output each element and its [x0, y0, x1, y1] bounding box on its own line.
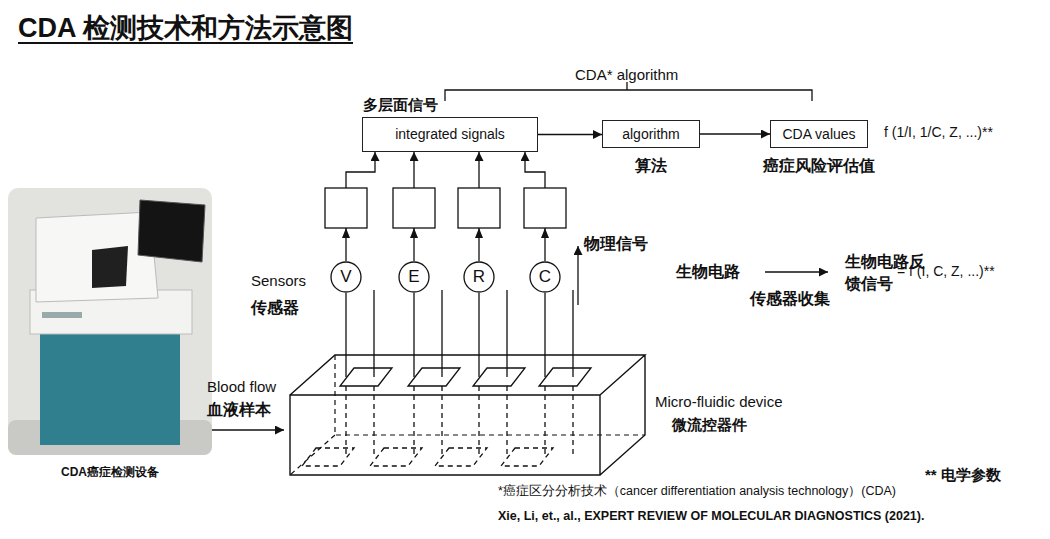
device-outline	[290, 355, 646, 476]
machine-buttons	[42, 312, 82, 318]
text-label: Blood flow	[207, 378, 276, 397]
sensor-circle: V	[330, 261, 362, 293]
node-label: CDA values	[771, 121, 867, 147]
caption: *癌症区分分析技术（cancer differentiation analysi…	[498, 484, 896, 500]
hidden-electrode	[370, 448, 422, 466]
text-label: 传感器收集	[750, 289, 830, 309]
node-label: E	[398, 261, 430, 293]
text-label: ** 电学参数	[925, 466, 1001, 485]
process-box: algorithm算法	[602, 120, 700, 148]
node-label: V	[330, 261, 362, 293]
wire-connector	[413, 293, 414, 355]
hidden-electrode	[501, 448, 553, 466]
text-label: CDA癌症检测设备	[40, 465, 180, 480]
machine-monitor	[138, 200, 205, 262]
sensor-circle: R	[463, 261, 495, 293]
electrode	[539, 368, 591, 386]
arrow-head	[475, 228, 483, 238]
hidden-electrode	[302, 448, 354, 466]
bracket	[445, 82, 812, 101]
device-outline	[290, 355, 645, 475]
wire	[346, 290, 573, 377]
signal-box	[524, 188, 566, 228]
arrow-head	[541, 228, 549, 238]
electrode	[408, 368, 460, 386]
node-label: R	[463, 261, 495, 293]
node-sublabel: integrated signals	[363, 118, 537, 151]
wire-connector	[345, 293, 346, 355]
electrode-group	[302, 290, 591, 466]
process-box: CDA values癌症风险评估值	[770, 120, 868, 148]
process-box: 多层面信号integrated signals	[362, 117, 538, 152]
electrode	[473, 368, 525, 386]
circle-outline	[464, 262, 494, 292]
node-sublabel: 算法	[603, 156, 699, 176]
node-label: 多层面信号	[363, 96, 473, 114]
node-label: Micro-fluidic device	[655, 392, 805, 412]
node-sublabel: 癌症风险评估值	[749, 156, 889, 176]
text-label: 血液样本	[207, 400, 271, 420]
blood-arrow	[212, 429, 284, 430]
microfluidic-device: Micro-fluidic device微流控器件	[290, 355, 646, 476]
circle-outline	[399, 262, 429, 292]
text-label: CDA* algorithm	[575, 66, 678, 85]
circle-outline	[331, 262, 361, 292]
text-label: 物理信号	[584, 234, 648, 254]
signal-arrow	[577, 246, 578, 305]
arrow-connector	[538, 134, 602, 135]
device-hidden-edge	[290, 355, 645, 475]
flow-arrow	[765, 271, 828, 272]
arrow-head	[410, 228, 418, 238]
text-label: 传感器	[251, 298, 299, 318]
wire-connector	[544, 293, 545, 355]
signal-box	[393, 188, 435, 228]
signal-box	[458, 188, 500, 228]
arrow-head	[342, 228, 350, 238]
text-label: f (1/I, 1/C, Z, ...)**	[884, 124, 993, 142]
text-label: Sensors	[251, 272, 306, 291]
text-label: = f (I, C, Z, ...)**	[897, 263, 995, 281]
arrow-connector	[700, 133, 770, 134]
signal-box	[325, 188, 367, 228]
sensor-circle: C	[529, 261, 561, 293]
text-label: 生物电路	[676, 262, 740, 282]
electrode	[340, 368, 392, 386]
machine-base	[40, 325, 180, 445]
device-photo	[8, 188, 212, 455]
machine-panel	[92, 246, 128, 288]
node-label: C	[529, 261, 561, 293]
node-label: algorithm	[603, 121, 699, 147]
wire-connector	[478, 293, 479, 355]
text-label: Xie, Li, et., al., EXPERT REVIEW OF MOLE…	[498, 509, 924, 525]
circle-outline	[530, 262, 560, 292]
hidden-electrode	[435, 448, 487, 466]
node-sublabel: 微流控器件	[672, 415, 782, 435]
sensor-circle: E	[398, 261, 430, 293]
diagram-title: CDA 检测技术和方法示意图	[18, 12, 353, 46]
hidden-wire	[346, 386, 573, 456]
